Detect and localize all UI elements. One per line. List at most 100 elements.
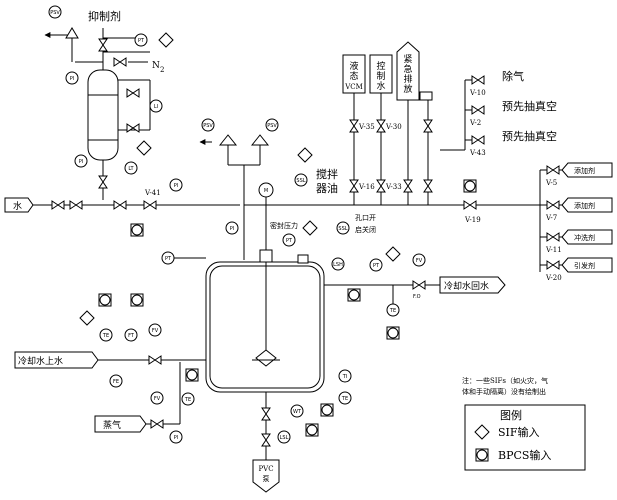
svg-text:冲洗剂: 冲洗剂 xyxy=(574,233,595,242)
svg-text:LT: LT xyxy=(128,166,134,172)
svg-text:PI: PI xyxy=(230,226,235,232)
svg-text:预先抽真空: 预先抽真空 xyxy=(502,99,557,113)
seal-pressure-label: 密封压力 xyxy=(270,221,298,230)
svg-text:V-30: V-30 xyxy=(385,123,402,131)
svg-text:TE: TE xyxy=(184,397,191,403)
svg-text:SIF输入: SIF输入 xyxy=(498,425,540,439)
svg-text:体和手动隔离）没有绘制出: 体和手动隔离）没有绘制出 xyxy=(462,387,546,396)
svg-text:添加剂: 添加剂 xyxy=(574,166,595,175)
legend: 图例 SIF输入 BPCS输入 xyxy=(464,404,586,471)
svg-text:V-11: V-11 xyxy=(545,246,562,254)
svg-text:TI: TI xyxy=(342,374,348,380)
svg-text:PI: PI xyxy=(70,76,75,82)
cooling-return: PT FV F.O 冷却水回水 TE xyxy=(324,246,506,340)
svg-text:启关闭: 启关闭 xyxy=(355,225,376,234)
vacuum-lines: V-10 V-2 V-43 除气 预先抽真空 预先抽真空 xyxy=(440,69,557,157)
svg-text:器油: 器油 xyxy=(316,181,338,195)
lsh-reactor: LSH xyxy=(331,257,345,271)
svg-text:V-19: V-19 xyxy=(464,216,481,224)
footnote: 注：一些SIFs（如火灾，气 体和手动隔离）没有绘制出 xyxy=(462,376,548,396)
svg-text:PT: PT xyxy=(286,238,293,244)
reactor-bottom-instruments: TI TE WT LSL xyxy=(261,369,352,447)
svg-text:WT: WT xyxy=(293,409,302,415)
tank-control-water: 控 制 水 xyxy=(369,54,393,94)
svg-text:F.O: F.O xyxy=(413,294,421,300)
cooling-supply: 冷却水上水 TE FT FV FE xyxy=(14,293,206,388)
pt-reactor-left: PT xyxy=(161,251,206,265)
svg-text:FV: FV xyxy=(152,328,159,334)
relief-valves: PSV PSV xyxy=(199,118,279,260)
svg-text:PT: PT xyxy=(138,38,145,44)
inhibitor-label: 抑制剂 xyxy=(88,9,121,23)
tank-emergency-vent: 紧 急 排 放 xyxy=(396,41,420,101)
svg-text:控: 控 xyxy=(376,60,385,72)
svg-text:制: 制 xyxy=(376,70,385,82)
additive-manifold: V-5 V-7 V-11 V-20 添加剂 添加剂 冲洗剂 引发剂 xyxy=(539,162,613,282)
svg-text:预先抽真空: 预先抽真空 xyxy=(502,129,557,143)
svg-text:PSV: PSV xyxy=(267,123,277,129)
steam-inlet: 蒸气 FV TE PI xyxy=(94,362,195,444)
svg-text:LSH: LSH xyxy=(333,262,343,268)
svg-text:V-35: V-35 xyxy=(358,123,375,131)
pi-reactor: PI xyxy=(225,221,239,235)
svg-text:TE: TE xyxy=(389,308,396,314)
svg-text:PT: PT xyxy=(165,256,172,262)
svg-text:PI: PI xyxy=(79,159,84,165)
ssl-agitator: SSL 搅拌 器油 xyxy=(294,147,338,195)
svg-text:图例: 图例 xyxy=(500,408,522,422)
svg-text:排: 排 xyxy=(403,73,412,85)
pt-seal: PT xyxy=(282,220,318,247)
inhibitor-separator xyxy=(75,28,151,200)
svg-text:N: N xyxy=(152,61,160,71)
svg-text:除气: 除气 xyxy=(502,69,524,83)
svg-text:LI: LI xyxy=(154,104,158,110)
header-pipe: V-19 xyxy=(244,179,540,224)
pvc-pump: PVC 泵 xyxy=(252,459,280,493)
svg-text:添加剂: 添加剂 xyxy=(574,201,595,210)
lt-sep: LT xyxy=(124,140,152,175)
svg-text:V-5: V-5 xyxy=(545,179,557,187)
svg-text:V-10: V-10 xyxy=(469,89,486,97)
svg-text:FT: FT xyxy=(128,333,135,339)
svg-text:水: 水 xyxy=(13,200,22,212)
svg-text:FV: FV xyxy=(416,258,423,264)
svg-text:V-43: V-43 xyxy=(469,149,486,157)
svg-text:PVC: PVC xyxy=(258,465,273,473)
svg-text:V-20: V-20 xyxy=(545,274,562,282)
svg-text:急: 急 xyxy=(403,63,412,75)
svg-text:LSL: LSL xyxy=(280,435,289,441)
reactor-vessel xyxy=(205,249,325,460)
svg-text:放: 放 xyxy=(403,83,412,95)
svg-text:FV: FV xyxy=(154,396,161,402)
svg-text:紧: 紧 xyxy=(403,54,412,65)
svg-text:PSV: PSV xyxy=(203,123,213,129)
svg-text:V-2: V-2 xyxy=(469,119,481,127)
svg-text:泵: 泵 xyxy=(263,475,270,483)
pi-sep: PI xyxy=(74,154,88,168)
svg-text:TE: TE xyxy=(341,396,348,402)
svg-text:蒸气: 蒸气 xyxy=(103,419,121,431)
tank-valve-lines: V-35 V-30 V-16 V-33 xyxy=(349,91,433,205)
svg-text:液: 液 xyxy=(349,60,358,72)
pi-top: PI xyxy=(65,71,79,85)
svg-text:M: M xyxy=(264,188,268,194)
svg-text:PI: PI xyxy=(174,435,179,441)
pi-water: PI xyxy=(169,178,183,192)
svg-text:PT: PT xyxy=(373,263,380,269)
svg-text:2: 2 xyxy=(160,66,164,74)
tank-liquid-vcm: 液 态 VCM xyxy=(342,54,366,94)
motor: M xyxy=(258,182,274,260)
svg-text:冷却水回水: 冷却水回水 xyxy=(444,280,489,292)
svg-text:FE: FE xyxy=(113,379,119,385)
svg-text:引发剂: 引发剂 xyxy=(574,261,595,270)
pt-top: PT xyxy=(134,32,174,48)
ssl-hole: SSL 孔口开 启关闭 xyxy=(336,214,376,235)
svg-text:VCM: VCM xyxy=(344,83,363,91)
n2-label: N 2 xyxy=(152,61,164,74)
vent-arrow: PSV xyxy=(44,5,79,62)
svg-text:V-41: V-41 xyxy=(144,189,161,197)
svg-text:SSL: SSL xyxy=(296,178,305,184)
svg-text:V-33: V-33 xyxy=(385,183,402,191)
svg-text:PSV: PSV xyxy=(50,10,60,16)
